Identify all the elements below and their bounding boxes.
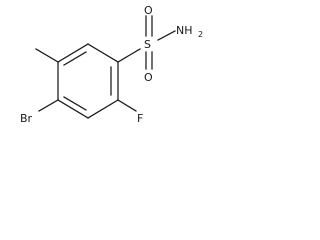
oxygen-bottom-atom-label: O [144, 71, 153, 84]
bromine-atom-label: Br [20, 112, 33, 125]
sulfur-atom-label: S [144, 38, 151, 51]
bond-c2-f [117, 99, 137, 112]
bond-c1-s [117, 48, 141, 63]
ring-bond-c6-c1 [87, 43, 119, 63]
ring-bond-c2-c3 [87, 99, 119, 119]
ring-bond-c3-c4 [57, 99, 89, 119]
fluorine-atom-label: F [137, 112, 143, 125]
bond-c5-methyl [35, 48, 59, 63]
ring-bond-c5-c6 [57, 43, 89, 63]
amine-atom-label: NH [176, 24, 193, 37]
bond-c4-br [38, 99, 59, 112]
oxygen-top-atom-label: O [144, 4, 153, 17]
structure-diagram: S O O NH 2 Br F [0, 0, 210, 132]
ring-bond-c5-c6-inner [63, 51, 87, 66]
molecule-drawing: S O O NH 2 Br F [20, 4, 203, 125]
ring-bond-c3-c4-inner [63, 96, 87, 111]
amine-subscript-label: 2 [198, 30, 203, 39]
bond-s-n [157, 30, 176, 41]
